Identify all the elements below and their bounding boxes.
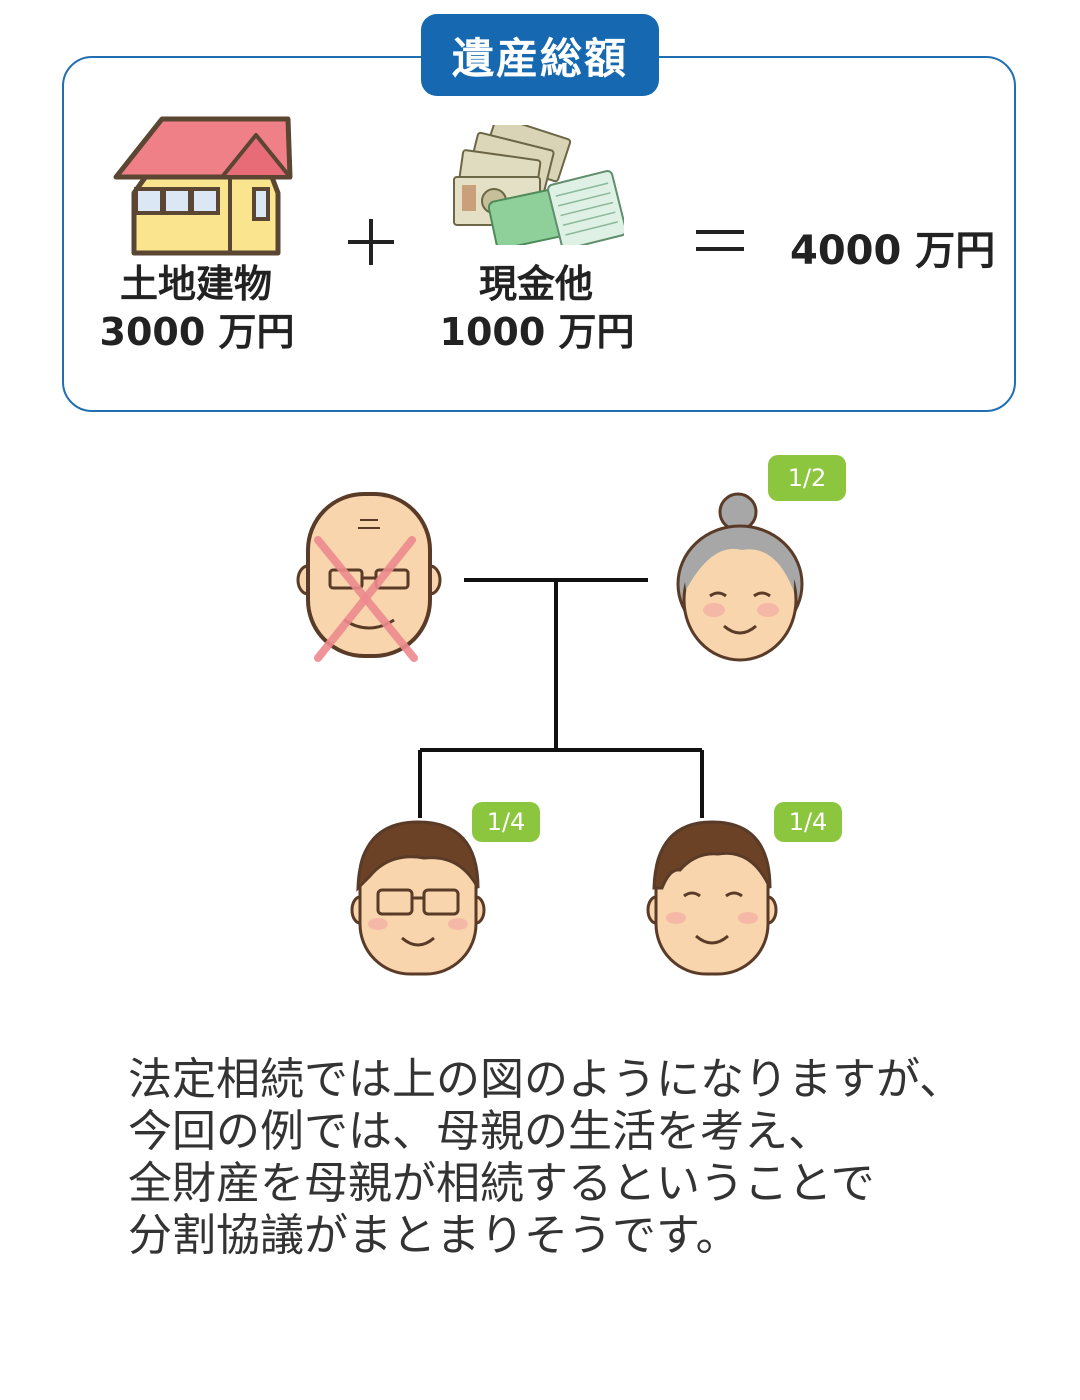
explanation-line-4: 分割協議がまとまりそうです。 (128, 1210, 740, 1261)
house-icon (113, 116, 293, 256)
child-2-share-badge: 1/4 (774, 802, 842, 842)
land-building-amount: 3000 万円 (99, 310, 295, 354)
explanation-line-1: 法定相続では上の図のようになりますが、 (128, 1054, 964, 1105)
cash-amount: 1000 万円 (439, 310, 635, 354)
explanation-line-3: 全財産を母親が相続するということで (128, 1158, 875, 1209)
child-2-icon (646, 820, 778, 976)
land-building-label: 土地建物 (119, 262, 272, 306)
cash-label: 現金他 (478, 262, 593, 306)
explanation-text: 法定相続では上の図のようになりますが、 今回の例では、母親の生活を考え、 全財産… (128, 1054, 1028, 1262)
estate-total-title: 遺産総額 (421, 14, 659, 96)
equals-icon (696, 230, 744, 251)
estate-total-amount: 4000 万円 (790, 228, 996, 274)
mother-icon (676, 492, 804, 662)
deceased-father-icon (296, 492, 442, 662)
cash-bankbook-icon (453, 125, 624, 245)
explanation-line-2: 今回の例では、母親の生活を考え、 (128, 1106, 832, 1157)
plus-icon (348, 219, 394, 265)
mother-share-badge: 1/2 (768, 455, 846, 501)
child-1-share-badge: 1/4 (472, 802, 540, 842)
child-1-icon (350, 820, 486, 976)
